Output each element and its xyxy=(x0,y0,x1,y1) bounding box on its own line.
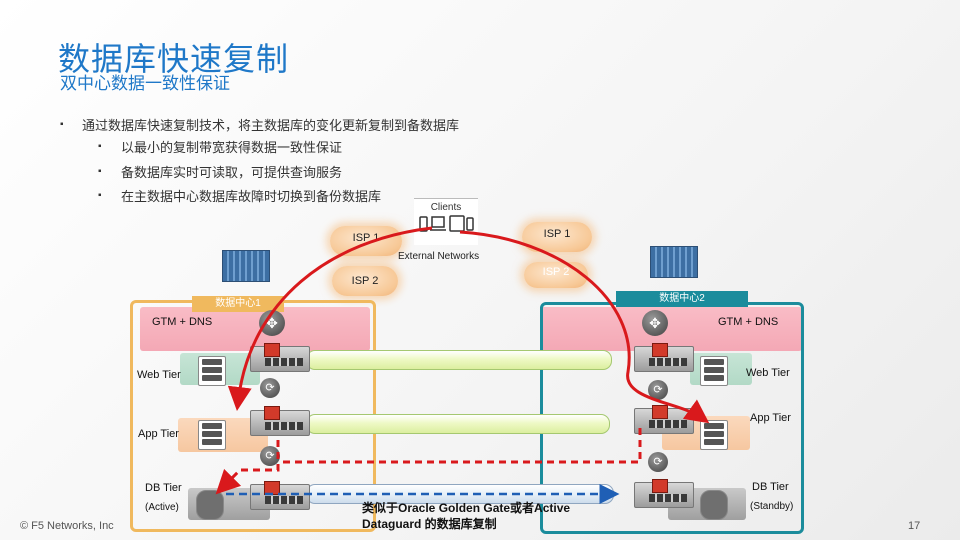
isp-label: ISP 2 xyxy=(351,275,379,287)
replication-caption: 类似于Oracle Golden Gate或者Active Dataguard … xyxy=(362,500,570,532)
app-server-icon xyxy=(198,420,226,450)
switch-icon: ⟳ xyxy=(260,446,280,466)
switch-icon: ⟳ xyxy=(648,452,668,472)
load-balancer-device xyxy=(250,484,310,510)
gtm-label-dc2: GTM + DNS xyxy=(718,316,779,328)
isp-cloud: ISP 1 xyxy=(522,222,592,252)
load-balancer-device xyxy=(250,346,310,372)
cross-dc-db-path xyxy=(278,428,642,464)
firewall-icon xyxy=(652,479,668,493)
sub-bullet-text: 在主数据中心数据库故障时切换到备份数据库 xyxy=(121,189,382,204)
datacenter-building-icon xyxy=(222,250,270,282)
datacenter-2-tag: 数据中心2 xyxy=(616,291,748,307)
isp-label: ISP 1 xyxy=(543,228,571,240)
sub-bullet-marker: ▪ xyxy=(98,190,102,201)
db-state-dc1: (Active) xyxy=(145,502,179,513)
dc1-db-path xyxy=(215,440,280,495)
bullet-text: 通过数据库快速复制技术，将主数据库的变化更新复制到备数据库 xyxy=(82,118,460,133)
switch-icon: ⟳ xyxy=(648,380,668,400)
sub-bullet-text: 备数据库实时可读取，可提供查询服务 xyxy=(121,165,343,180)
clients-box: Clients xyxy=(414,198,478,245)
gtm-label-dc1: GTM + DNS xyxy=(152,316,213,328)
replication-caption-line1: 类似于Oracle Golden Gate或者Active xyxy=(362,501,571,515)
isp-label: ISP 2 xyxy=(542,266,570,278)
bullet-marker: ▪ xyxy=(60,119,64,130)
web-server-icon xyxy=(700,356,728,386)
firewall-icon xyxy=(264,406,280,420)
switch-icon: ⟳ xyxy=(260,378,280,398)
router-icon: ✥ xyxy=(642,310,668,336)
sub-bullet-marker: ▪ xyxy=(98,141,102,152)
sub-bullet-marker: ▪ xyxy=(98,166,102,177)
database-icon xyxy=(700,490,728,520)
copyright: © F5 Networks, Inc xyxy=(20,520,114,532)
db-tier-label-dc1: DB Tier xyxy=(145,482,182,494)
gtm-band xyxy=(540,307,802,351)
replication-caption-line2: Dataguard 的数据库复制 xyxy=(362,517,497,531)
firewall-icon xyxy=(264,343,280,357)
web-server-icon xyxy=(198,356,226,386)
web-tier-label-dc1: Web Tier xyxy=(137,369,181,381)
page-number: 17 xyxy=(908,520,921,532)
client-to-dc2-arrow xyxy=(459,230,710,424)
isp-cloud: ISP 2 xyxy=(524,262,588,288)
web-tier-label-dc2: Web Tier xyxy=(746,367,790,379)
sub-bullet-text: 以最小的复制带宽获得数据一致性保证 xyxy=(121,140,343,155)
app-tier-label-dc2: App Tier xyxy=(750,412,791,424)
clients-label: Clients xyxy=(430,202,462,213)
db-tier-label-dc2: DB Tier xyxy=(752,481,789,493)
datacenter-1-tag: 数据中心1 xyxy=(192,296,284,312)
database-icon xyxy=(196,490,224,520)
client-devices-icon xyxy=(419,215,474,232)
app-server-icon xyxy=(700,420,728,450)
slide-title: 数据库快速复制 xyxy=(58,41,290,77)
firewall-icon xyxy=(652,343,668,357)
client-to-dc1-arrow xyxy=(227,226,433,411)
datacenter-building-icon xyxy=(650,246,698,278)
slide-subtitle: 双中心数据一致性保证 xyxy=(60,74,230,93)
external-networks-label: External Networks xyxy=(398,251,480,262)
firewall-icon xyxy=(652,405,668,419)
isp-cloud: ISP 2 xyxy=(332,266,398,296)
db-state-dc2: (Standby) xyxy=(750,501,794,512)
load-balancer-device xyxy=(250,410,310,436)
app-tier-label-dc1: App Tier xyxy=(138,428,179,440)
